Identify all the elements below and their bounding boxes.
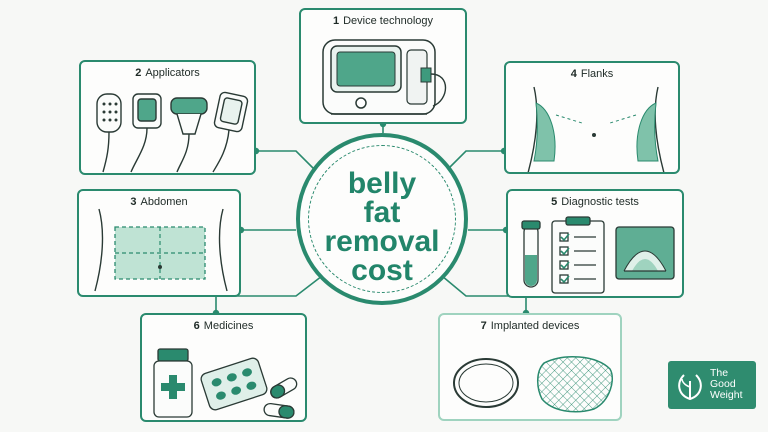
flanks-icon — [527, 86, 665, 172]
abdomen-icon — [94, 208, 228, 292]
diagnostic-tests-icon — [521, 216, 675, 294]
hub-title-line: belly — [347, 167, 417, 200]
card-number: 2 — [135, 67, 142, 79]
card-label: Abdomen — [140, 196, 188, 208]
device-machine-icon — [322, 39, 447, 115]
card-number: 4 — [570, 68, 577, 80]
leaf-logo-icon — [678, 374, 702, 401]
hub-title-line: cost — [351, 254, 413, 287]
brand-text-line: Weight — [710, 389, 743, 401]
card-label: Medicines — [203, 320, 254, 332]
hub-title-line: removal — [324, 225, 440, 258]
applicators-icon — [96, 91, 249, 173]
hub-title-line: fat — [363, 196, 401, 229]
medicines-icon — [153, 348, 298, 419]
brand-text: The Good Weight — [710, 368, 743, 401]
card-label: Diagnostic tests — [561, 196, 639, 208]
card-label: Device technology — [343, 15, 433, 27]
card-number: 3 — [130, 196, 137, 208]
brand-logo: The Good Weight — [668, 361, 756, 409]
hub-dashed-ring — [308, 145, 456, 293]
card-number: 1 — [332, 15, 340, 27]
hub-title: belly fat removal cost — [300, 167, 464, 287]
brand-text-line: The — [710, 367, 729, 379]
card-number: 5 — [551, 196, 558, 208]
card-label: Implanted devices — [490, 320, 580, 332]
implanted-devices-icon — [453, 356, 614, 413]
card-number: 7 — [480, 320, 487, 332]
card-label: Applicators — [145, 67, 200, 79]
center-hub: belly fat removal cost — [296, 133, 468, 305]
brand-text-line: Good — [710, 378, 736, 390]
card-number: 6 — [193, 320, 200, 332]
card-label: Flanks — [580, 68, 614, 80]
